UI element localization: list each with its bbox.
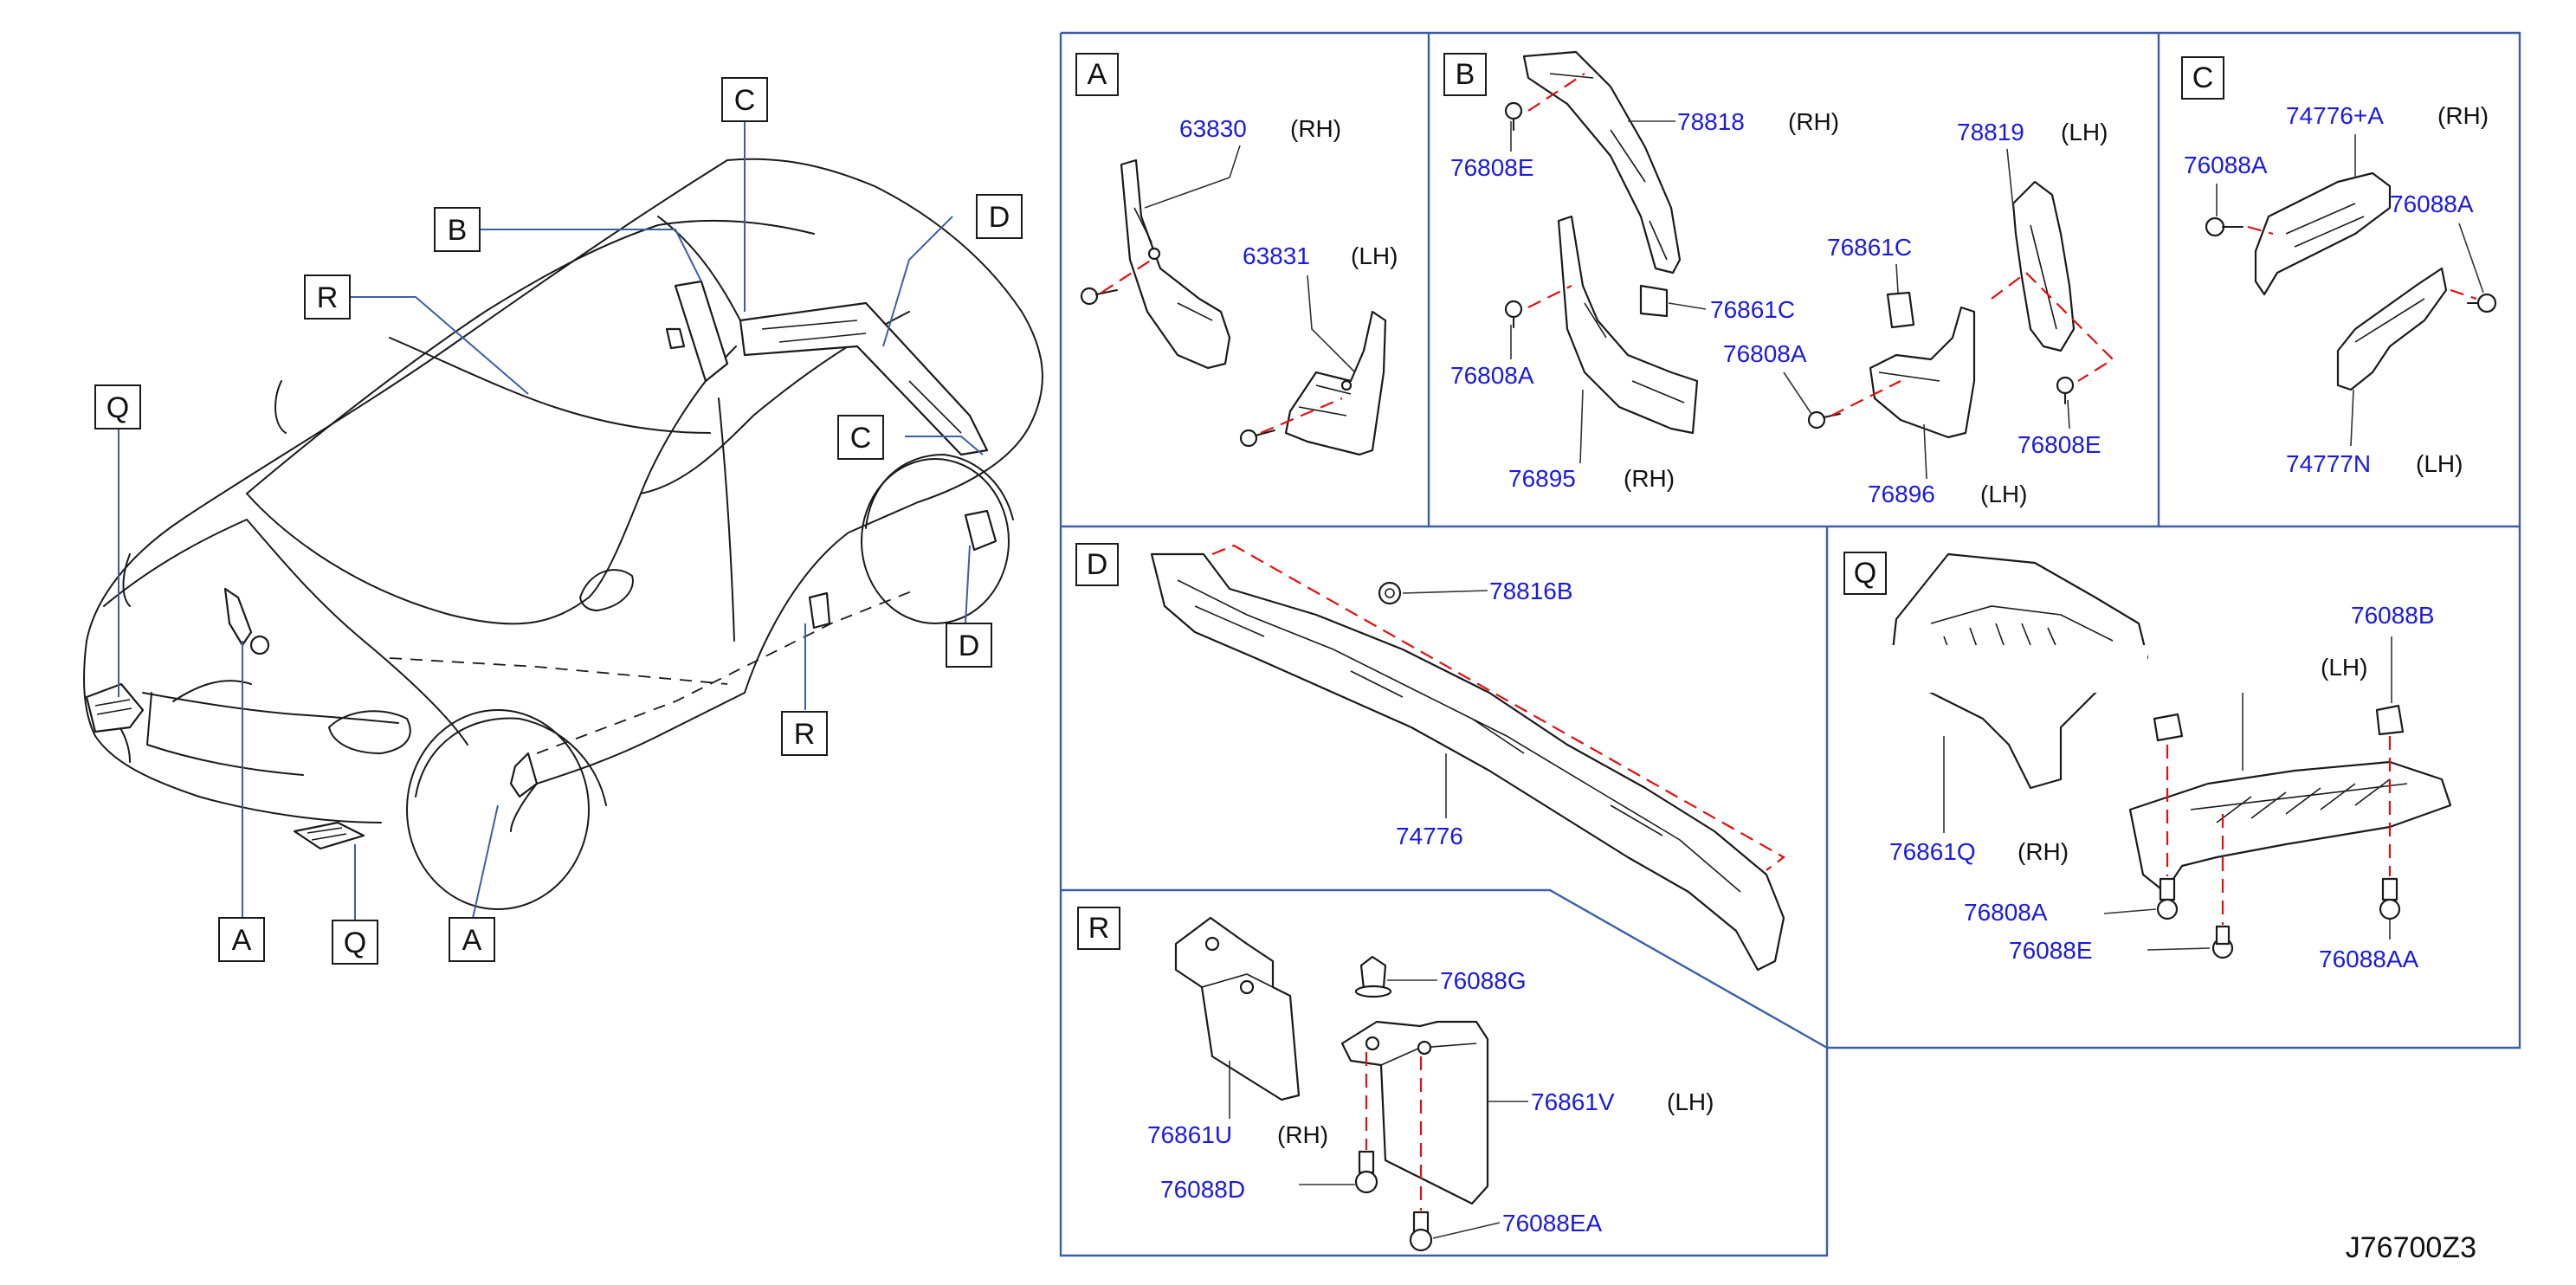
overview-label-r-top: R: [304, 274, 351, 320]
panel-d: D 78816B 74776: [1075, 543, 1786, 972]
svg-text:C: C: [850, 422, 872, 455]
svg-text:C: C: [734, 84, 756, 117]
part-76861q: 76861Q: [1889, 838, 1976, 865]
overview-label-r-bot: R: [781, 711, 828, 756]
overview-label-q-top: Q: [94, 384, 141, 429]
part-74776-rail: 74776: [1396, 823, 1463, 849]
svg-text:(RH): (RH): [1277, 1121, 1328, 1148]
part-76895: 76895: [1508, 465, 1576, 492]
car-part-hood: [223, 587, 253, 647]
car-part-a-front: [509, 752, 539, 798]
svg-text:A: A: [1088, 58, 1107, 91]
diagram-code: J76700Z3: [2346, 1231, 2476, 1264]
svg-text:(LH): (LH): [1351, 242, 1398, 269]
svg-text:R: R: [1088, 912, 1110, 945]
svg-text:R: R: [317, 281, 339, 314]
svg-text:D: D: [959, 630, 980, 662]
panel-frames: [1059, 31, 2521, 1257]
part-76861u: 76861U: [1147, 1121, 1232, 1148]
part-76088a-left: 76088A: [2184, 152, 2268, 178]
part-76088g: 76088G: [1440, 967, 1527, 994]
svg-text:Q: Q: [1854, 557, 1876, 590]
overview-label-a-left: A: [218, 917, 265, 962]
part-63831: 63831: [1243, 242, 1310, 269]
svg-text:(LH): (LH): [2061, 119, 2108, 145]
part-76808a-right: 76808A: [1723, 340, 1807, 367]
svg-text:A: A: [462, 924, 482, 957]
part-74776-a: 74776+A: [2286, 102, 2384, 129]
panel-b: B 78818 (RH) 76808E 78819 (LH): [1443, 50, 2114, 507]
svg-text:A: A: [232, 924, 252, 957]
overview-label-c-top: C: [721, 77, 768, 122]
part-76088a-right: 76088A: [2390, 190, 2474, 217]
panel-c: C 74776+A (RH) 76088A 76088A 74777N (LH): [2181, 56, 2497, 477]
clip-76861c-left: [1639, 284, 1669, 318]
part-76088b: 76088B: [2351, 602, 2435, 629]
svg-text:(LH): (LH): [1980, 481, 2027, 507]
car-part-a-rear: [964, 509, 997, 552]
part-76808e-bottom: 76808E: [2018, 431, 2101, 458]
svg-text:C: C: [2192, 61, 2214, 94]
panel-a: A 63830 (RH) 63831 (LH): [1075, 53, 1398, 456]
part-76088aa: 76088AA: [2319, 946, 2419, 972]
svg-text:R: R: [794, 718, 816, 751]
part-78819: 78819: [1957, 119, 2024, 145]
part-76088d: 76088D: [1160, 1176, 1245, 1203]
part-76861c-left: 76861C: [1710, 296, 1795, 323]
svg-text:(LH): (LH): [2416, 450, 2463, 477]
panel-a-screw-2: [1239, 429, 1275, 448]
part-76088e: 76088E: [2009, 937, 2093, 964]
svg-text:Q: Q: [107, 391, 129, 424]
svg-text:(RH): (RH): [1624, 465, 1675, 492]
overview-label-d-top: D: [976, 194, 1023, 239]
svg-text:Q: Q: [344, 927, 366, 959]
car-part-q-left: [85, 682, 145, 733]
svg-text:B: B: [448, 214, 468, 247]
overview-label-d-mid: D: [946, 623, 992, 668]
part-76861c-right: 76861C: [1827, 234, 1912, 261]
part-78818: 78818: [1677, 108, 1745, 135]
clip-78816b: [1378, 581, 1402, 605]
svg-text:(RH): (RH): [1290, 115, 1341, 142]
part-76861v: 76861V: [1531, 1088, 1615, 1115]
car-part-r: [665, 327, 686, 350]
svg-text:(LH): (LH): [1667, 1088, 1714, 1115]
car-part-q-front: [293, 821, 365, 850]
svg-text:B: B: [1456, 58, 1475, 91]
car-part-b: [674, 280, 729, 383]
panel-q: Q 76088B (LH) 76861Q (RH) 76808A 76088E: [1843, 552, 2452, 972]
part-74777n: 74777N: [2286, 450, 2371, 477]
part-76088ea: 76088EA: [1502, 1210, 1603, 1237]
car-overview: Q R B C D C D R: [83, 77, 1043, 965]
svg-text:D: D: [1087, 548, 1108, 581]
panel-r: R 76088G 76861V (LH) 76861U (RH) 76088D …: [1077, 907, 1714, 1252]
overview-label-q-bot: Q: [332, 920, 378, 965]
svg-text:(RH): (RH): [1788, 108, 1839, 135]
car-part-r-lower: [808, 591, 831, 630]
part-76808e-top: 76808E: [1450, 154, 1534, 181]
overview-label-b-top: B: [434, 207, 481, 252]
part-63830: 63830: [1179, 115, 1247, 142]
svg-text:(LH): (LH): [2321, 654, 2367, 681]
svg-text:(RH): (RH): [2018, 838, 2069, 865]
clip-76861c-right: [1886, 291, 1915, 329]
part-78816b: 78816B: [1489, 578, 1573, 604]
car-part-c-d: [739, 301, 989, 456]
part-76896: 76896: [1868, 481, 1935, 507]
overview-label-c-mid: C: [837, 415, 884, 460]
overview-label-a-right: A: [449, 917, 495, 962]
panel-a-screw-1: [1080, 287, 1118, 306]
part-76808a-q: 76808A: [1964, 899, 2048, 926]
svg-text:D: D: [989, 201, 1010, 234]
part-76808a-left: 76808A: [1450, 362, 1534, 389]
svg-text:(RH): (RH): [2437, 102, 2489, 129]
